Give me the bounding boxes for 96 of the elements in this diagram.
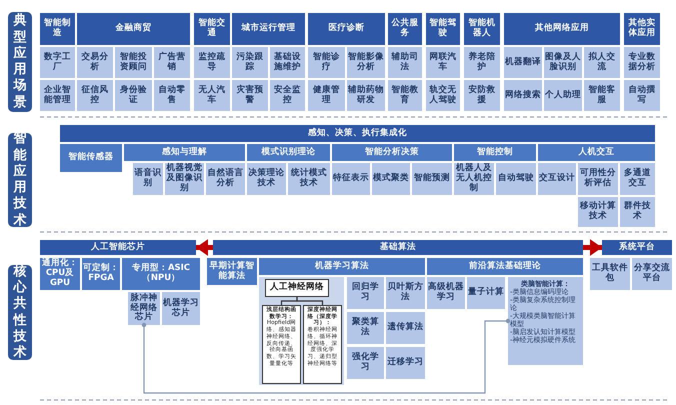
item-cell: 群件技术 (620, 197, 655, 227)
category-header: 城市运行管理 (232, 13, 305, 45)
item-cell: 可用性分析评估 (578, 163, 618, 195)
item-cell: 机器人及无人机控制 (454, 163, 494, 195)
subcategory-header: 智能控制 (454, 144, 536, 161)
item-cell: 量子计算 (467, 277, 505, 309)
item-cell: 回归学习 (347, 277, 384, 309)
item-cell: 决策理论技术 (247, 163, 286, 195)
item-cell: 安防救援 (464, 80, 500, 111)
item-cell: 人工神经网络 (265, 279, 329, 297)
category-header: 其他网络应用 (504, 13, 620, 45)
item-cell: 机器翻译 (504, 47, 542, 78)
item-cell: 交互设计 (538, 163, 576, 195)
text-card (262, 305, 301, 384)
item-cell: 健康管理 (308, 80, 345, 111)
subcategory-header: 机器学习算法 (259, 258, 425, 275)
text-card (303, 305, 342, 384)
category-header: 金融商贸 (77, 13, 190, 45)
item-cell: 智能客服 (584, 80, 620, 111)
item-cell: 机器学习芯片 (162, 292, 200, 325)
item-cell: 智能投资顾问 (115, 47, 152, 78)
item-cell: 分享交流平台 (632, 258, 672, 290)
section-label: 核心共性技术 (8, 265, 32, 360)
item-cell: 自动撰写 (624, 80, 660, 111)
category-header: 智能驾驶 (426, 13, 460, 45)
item-cell: 统计模式技术 (288, 163, 330, 195)
item-cell: 交易分析 (77, 47, 113, 78)
item-cell: 无人汽车 (194, 80, 230, 111)
item-cell: 辅助药物研发 (347, 80, 385, 111)
item-cell: 污染跟踪 (232, 47, 268, 78)
item-cell: 监控疏导 (194, 47, 230, 78)
item-cell: 网联汽车 (426, 47, 460, 78)
item-cell: 身份验证 (115, 80, 152, 111)
item-cell: 强化学习 (347, 347, 384, 379)
item-cell: 轨交无人驾驶 (426, 80, 460, 111)
subcategory-header: 通用化：CPU及GPU (40, 258, 80, 290)
subcategory-header: 人机交互 (538, 144, 655, 161)
category-header: 感知、决策、执行集成化 (60, 125, 655, 142)
category-header: 基础算法 (213, 240, 583, 255)
category-header: 智能机器人 (464, 13, 500, 45)
text-card (508, 277, 583, 365)
category-header: 智能制造 (40, 13, 75, 45)
subcategory-header: 前沿算法基础理论 (427, 258, 583, 275)
category-header: 系统平台 (602, 240, 672, 255)
item-cell: 脉冲神经网络芯片 (128, 292, 160, 325)
section-label: 典型应用场景 (8, 12, 32, 112)
category-header: 其他实体应用 (624, 13, 660, 45)
connector-line (142, 318, 510, 394)
item-cell: 智能诊疗 (308, 47, 345, 78)
item-cell: 网络搜索 (504, 80, 542, 111)
item-cell: 自动驾驶 (496, 163, 536, 195)
item-cell: 模式聚类 (372, 163, 410, 195)
item-cell: 智能预测 (412, 163, 452, 195)
item-cell: 遗传算法 (386, 312, 425, 344)
item-cell: 个人助理 (544, 80, 582, 111)
item-cell: 拟人交流 (584, 47, 620, 78)
subcategory-header: 模式识别理论 (247, 144, 330, 161)
subcategory-header: 早期计算智能算法 (207, 258, 257, 285)
category-header: 人工智能芯片 (40, 240, 196, 255)
item-cell: 高级机器学习 (427, 277, 465, 309)
item-cell: 征信风控 (77, 80, 113, 111)
arrow (583, 239, 602, 256)
item-cell: 数字工厂 (40, 47, 75, 78)
item-cell: 灾害预警 (232, 80, 268, 111)
item-cell: 语音识别 (133, 163, 163, 195)
item-cell: 专业数据分析 (624, 47, 660, 78)
item-cell: 工具软件包 (590, 258, 630, 290)
item-cell: 移动计算技术 (578, 197, 618, 227)
item-cell: 图像及人脸识别 (544, 47, 582, 78)
item-cell: 多通道交互 (620, 163, 655, 195)
item-cell: 迁移学习 (386, 347, 425, 379)
item-cell: 聚类算法 (347, 312, 384, 344)
subcategory-header: 专用型：ASIC（NPU） (122, 258, 200, 290)
subcategory-header: 可定制：FPGA (82, 258, 120, 290)
item-cell: 机器视觉及图像识别 (165, 163, 204, 195)
subcategory-header: 感知与理解 (124, 144, 245, 161)
category-header: 智能交通 (194, 13, 230, 45)
item-cell: 智能影像分析 (347, 47, 385, 78)
item-cell: 自然语言分析 (206, 163, 245, 195)
category-header: 公共服务 (388, 13, 422, 45)
item-cell: 特征表示 (332, 163, 370, 195)
item-cell: 养老陪护 (464, 47, 500, 78)
item-cell: 基础设施维护 (270, 47, 305, 78)
group-panel (259, 277, 344, 385)
item-cell: 企业智能管理 (40, 80, 75, 111)
connector-line (296, 297, 324, 305)
category-header: 医疗诊断 (308, 13, 385, 45)
subcategory-header: 智能传感器 (60, 144, 122, 172)
subcategory-header: 智能分析决策 (332, 144, 452, 161)
item-cell: 自动零售 (154, 80, 190, 111)
item-cell: 广告营销 (154, 47, 190, 78)
arrow (196, 239, 213, 256)
item-cell: 安全监控 (270, 80, 305, 111)
item-cell: 智能教育 (388, 80, 422, 111)
item-cell: 贝叶斯方法 (386, 277, 425, 309)
item-cell: 辅助司法 (388, 47, 422, 78)
